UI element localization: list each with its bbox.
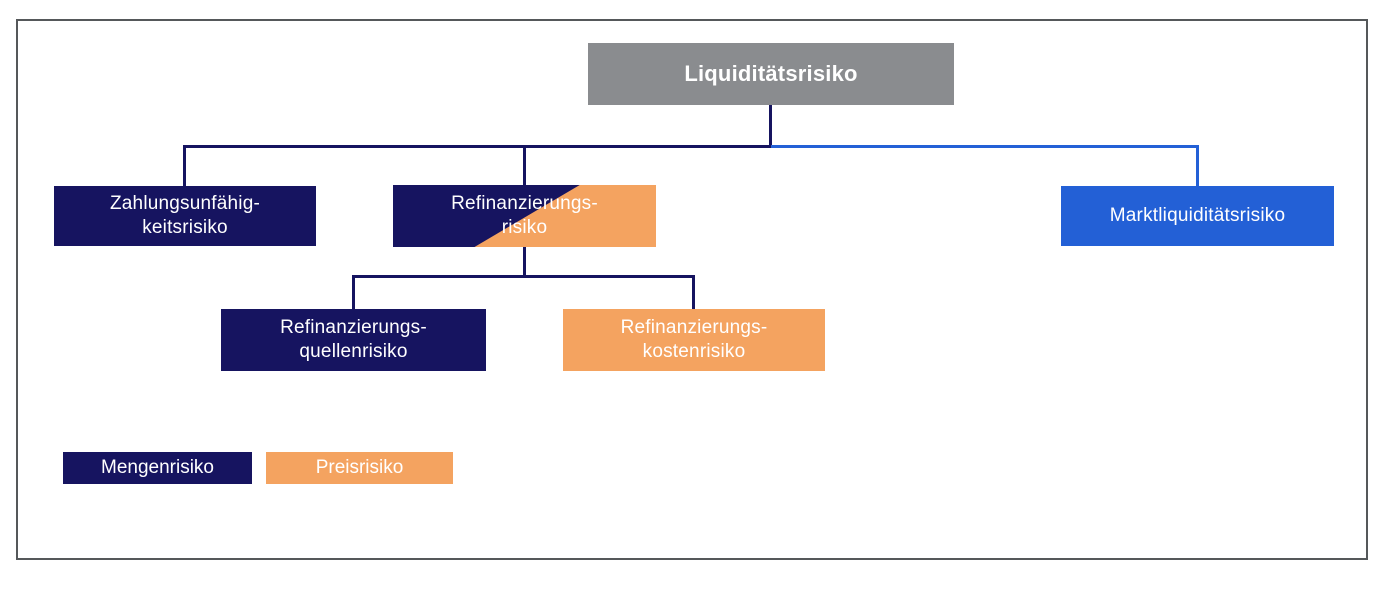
connector-quellen-vertical	[352, 275, 355, 309]
legend-preisrisiko: Preisrisiko	[266, 452, 453, 484]
node-zahlungsunfaehigkeitsrisiko: Zahlungsunfähig- keitsrisiko	[54, 186, 316, 246]
connector-refi-down-vertical	[523, 247, 526, 278]
node-liquiditaetsrisiko: Liquiditätsrisiko	[588, 43, 954, 105]
diagram-border-frame	[16, 19, 1368, 560]
connector-markt-vertical	[1196, 145, 1199, 186]
connector-root-vertical	[769, 105, 772, 148]
legend-mengenrisiko: Mengenrisiko	[63, 452, 252, 484]
node-marktliquiditaetsrisiko-label: Marktliquiditätsrisiko	[1109, 205, 1286, 226]
node-refinanzierungsrisiko-label: Refinanzierungs- risiko	[451, 193, 598, 238]
connector-level2-horizontal	[352, 275, 695, 278]
node-marktliquiditaetsrisiko: Marktliquiditätsrisiko	[1061, 186, 1334, 246]
node-refinanzierungskostenrisiko: Refinanzierungs- kostenrisiko	[563, 309, 825, 371]
node-refinanzierungsrisiko: Refinanzierungs- risiko	[393, 185, 656, 247]
connector-level1-horizontal-blue	[771, 145, 1199, 148]
node-refinanzierungskostenrisiko-label: Refinanzierungs- kostenrisiko	[620, 317, 768, 362]
legend-mengenrisiko-label: Mengenrisiko	[101, 457, 214, 478]
connector-zahlung-vertical	[183, 145, 186, 186]
connector-refi-vertical	[523, 145, 526, 185]
node-liquiditaetsrisiko-label: Liquiditätsrisiko	[684, 61, 858, 86]
connector-kosten-vertical	[692, 275, 695, 309]
legend-preisrisiko-label: Preisrisiko	[315, 457, 404, 478]
node-refinanzierungsquellenrisiko-label: Refinanzierungs- quellenrisiko	[280, 317, 427, 362]
node-refinanzierungsquellenrisiko: Refinanzierungs- quellenrisiko	[221, 309, 486, 371]
node-zahlungsunfaehigkeitsrisiko-label: Zahlungsunfähig- keitsrisiko	[109, 193, 261, 238]
connector-level1-horizontal-navy	[183, 145, 771, 148]
